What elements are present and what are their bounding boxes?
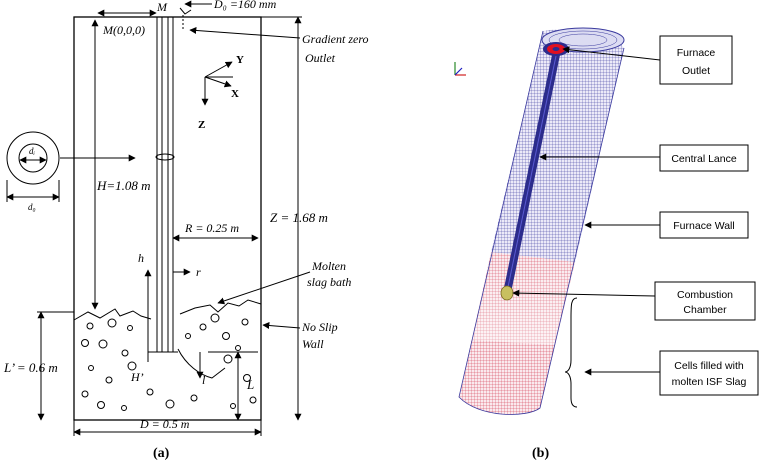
axis-z-label: Z <box>198 119 205 131</box>
label-di: dᵢ <box>29 146 36 156</box>
label-height-h: H=1.08 m <box>96 178 151 193</box>
svg-text:Combustion: Combustion <box>677 289 733 301</box>
callout-furnace-wall: Furnace Wall <box>659 211 749 239</box>
panel-a: M D₀ =160 mm M(0,0,0) H=1.08 m Gradient … <box>3 0 369 461</box>
axis-x-label: X <box>231 88 239 100</box>
axis-y-label: Y <box>236 54 244 66</box>
outlet-mark <box>179 7 192 15</box>
svg-text:Cells filled with: Cells filled with <box>674 360 744 372</box>
label-molten-2: slag bath <box>307 275 351 289</box>
callout-furnace-outlet: Furnace Outlet <box>659 35 733 85</box>
caption-a: (a) <box>153 446 170 461</box>
combustion-chamber <box>500 285 514 301</box>
label-height-z: Z = 1.68 m <box>270 210 328 225</box>
svg-text:Chamber: Chamber <box>683 304 727 316</box>
lance-cross-section: dᵢ d₀ <box>6 131 136 212</box>
panel-b: Furnace Outlet Central Lance Furnace Wal… <box>454 27 759 461</box>
label-d-outlet: D₀ =160 mm <box>213 0 277 11</box>
cylinder-outline <box>458 30 625 415</box>
label-molten-1: Molten <box>311 259 346 273</box>
cavity-outline <box>177 348 226 379</box>
label-l-small: l <box>202 373 206 387</box>
callout-central-lance: Central Lance <box>659 144 749 172</box>
axes-triad: Y X Z <box>198 54 244 131</box>
central-lance <box>156 16 174 353</box>
label-noslip-1: No Slip <box>301 320 338 334</box>
bubbles <box>81 313 257 411</box>
label-m-top: M <box>156 0 168 14</box>
svg-text:molten ISF Slag: molten ISF Slag <box>672 376 747 388</box>
caption-b: (b) <box>532 446 549 461</box>
callout-cells-slag: Cells filled with molten ISF Slag <box>659 350 759 396</box>
lance-section <box>155 153 175 161</box>
svg-text:Outlet: Outlet <box>682 65 710 77</box>
view-triad <box>454 62 466 76</box>
cells-brace <box>564 297 578 408</box>
label-m-origin: M(0,0,0) <box>102 23 145 37</box>
label-h-small: h <box>138 251 144 265</box>
label-l-big: L <box>246 377 254 392</box>
label-do: d₀ <box>28 202 36 212</box>
label-diameter: D = 0.5 m <box>139 417 190 431</box>
callout-combustion-chamber: Combustion Chamber <box>654 281 756 321</box>
svg-text:Furnace Wall: Furnace Wall <box>673 220 734 232</box>
label-gradient-zero-1: Gradient zero <box>302 32 369 46</box>
label-noslip-2: Wall <box>302 337 324 351</box>
label-gradient-zero-2: Outlet <box>305 51 336 65</box>
svg-text:Furnace: Furnace <box>677 47 716 59</box>
label-l-prime: L’ = 0.6 m <box>3 360 58 375</box>
label-radius: R = 0.25 m <box>184 221 239 235</box>
label-r-small: r <box>196 265 201 279</box>
svg-text:Central Lance: Central Lance <box>671 153 737 165</box>
label-h-prime: H’ <box>130 370 144 384</box>
slag-surface <box>73 299 262 321</box>
